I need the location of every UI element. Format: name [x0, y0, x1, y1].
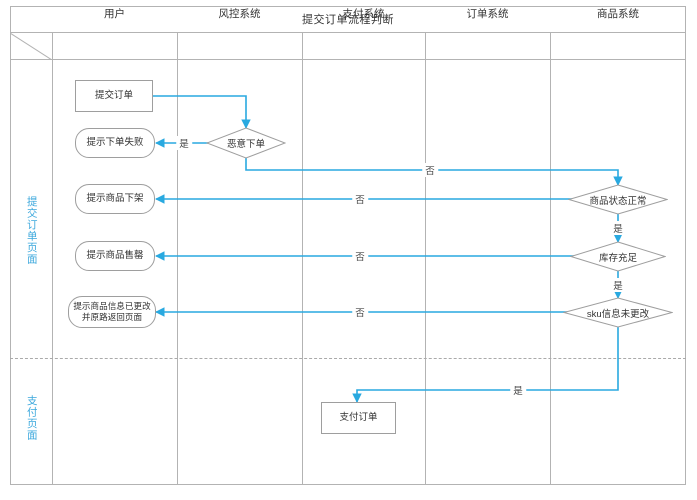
swimlane-frame	[10, 6, 686, 485]
node-sku-unchanged[interactable]: sku信息未更改	[563, 297, 673, 328]
column-header-goods: 商品系统	[597, 8, 639, 20]
edge-label-sku-yes: 是	[510, 383, 526, 397]
edge-label-sku-no: 否	[352, 305, 368, 319]
node-malicious[interactable]: 恶意下单	[206, 127, 286, 159]
edge-label-malicious-yes: 是	[176, 136, 192, 150]
column-header-user: 用户	[104, 8, 125, 20]
node-stock-enough[interactable]: 库存充足	[570, 241, 666, 272]
edge-label-stock-no: 否	[352, 249, 368, 263]
edge-submit-to-malicious	[152, 95, 251, 129]
node-pay-order[interactable]: 支付订单	[321, 402, 396, 434]
edge-label-goods-normal-no: 否	[352, 192, 368, 206]
column-divider-2	[302, 33, 303, 485]
diagram-title-bar: 提交订单流程判断	[10, 6, 686, 33]
node-tip-soldout[interactable]: 提示商品售罄	[75, 241, 155, 271]
column-header-risk: 风控系统	[218, 8, 261, 20]
lane-label-pay-page: 支付页面	[25, 395, 38, 441]
node-submit-order[interactable]: 提交订单	[75, 80, 153, 112]
node-tip-order-fail[interactable]: 提示下单失败	[75, 128, 155, 158]
corner-diagonal-cell	[9, 32, 53, 61]
edge-label-stock-yes: 是	[610, 278, 626, 292]
column-header-pay: 支付系统	[342, 8, 385, 20]
node-goods-normal[interactable]: 商品状态正常	[568, 184, 668, 215]
lane-divider	[10, 358, 686, 359]
column-header-row	[10, 33, 686, 60]
node-tip-changed[interactable]: 提示商品信息已更改并原路返回页面	[68, 296, 156, 328]
edge-sku-yes	[352, 326, 619, 403]
edge-label-malicious-no: 否	[422, 163, 438, 177]
column-divider-1	[177, 33, 178, 485]
diagram-title: 提交订单流程判断	[302, 14, 394, 26]
column-header-order: 订单系统	[466, 8, 509, 20]
column-divider-4	[550, 33, 551, 485]
lane-label-submit-page: 提交订单页面	[25, 195, 38, 265]
node-tip-offshelf[interactable]: 提示商品下架	[75, 184, 155, 214]
column-divider-0	[52, 33, 53, 485]
edge-label-goods-normal-yes: 是	[610, 221, 626, 235]
column-divider-3	[425, 33, 426, 485]
